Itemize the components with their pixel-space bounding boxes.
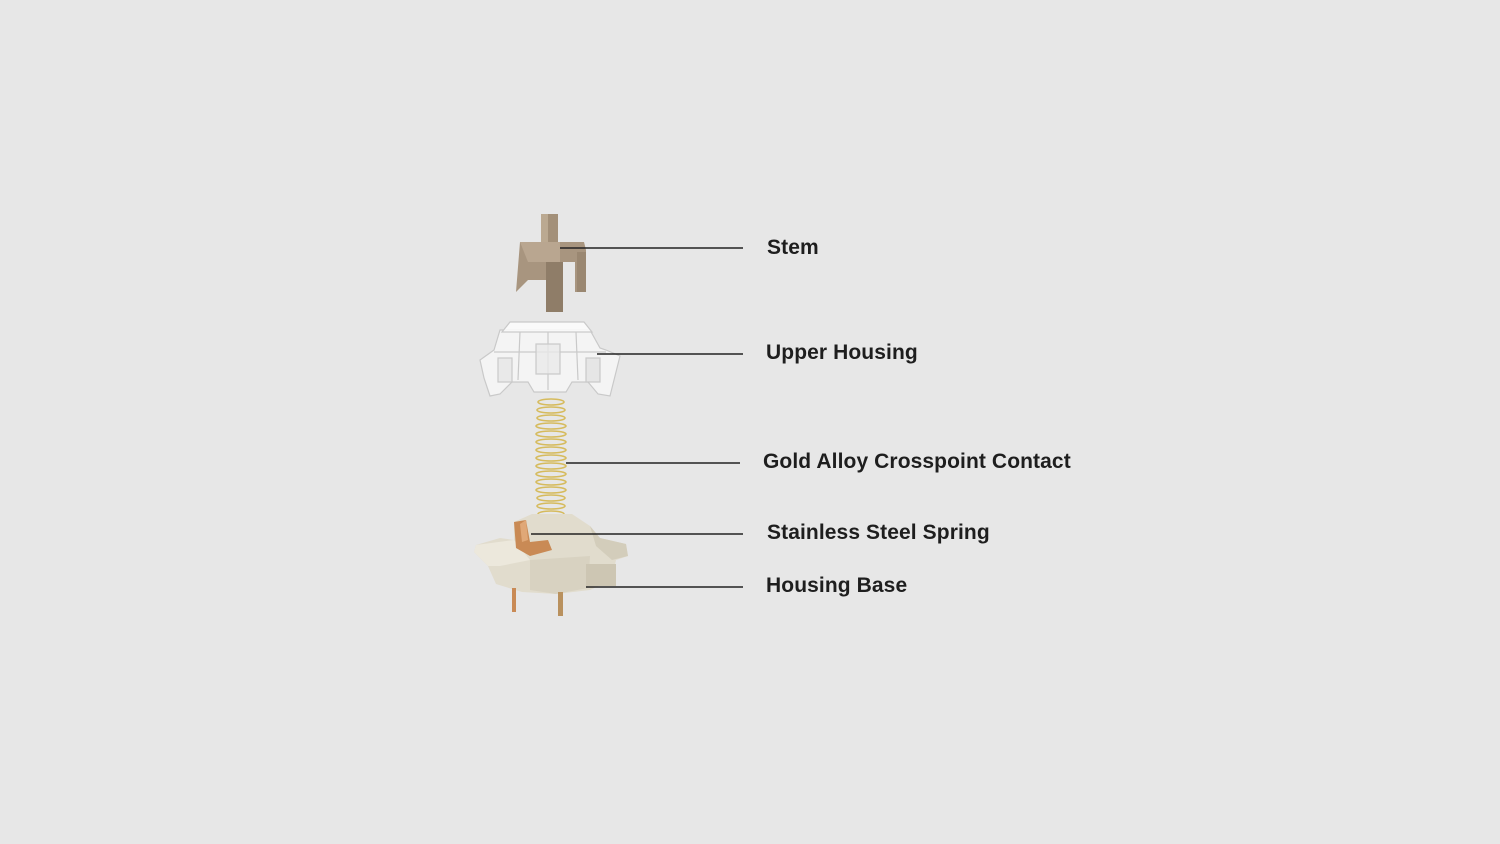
leader-lines (531, 247, 743, 588)
label-stainless-steel-spring: Stainless Steel Spring (767, 521, 990, 544)
upper-housing-part (479, 321, 621, 397)
spring-part (535, 398, 567, 525)
housing-base-part (474, 514, 628, 616)
label-gold-alloy-contact: Gold Alloy Crosspoint Contact (763, 450, 1071, 473)
label-upper-housing: Upper Housing (766, 341, 918, 364)
label-housing-base: Housing Base (766, 574, 908, 597)
label-stem: Stem (767, 236, 819, 259)
stem-part (516, 214, 586, 312)
